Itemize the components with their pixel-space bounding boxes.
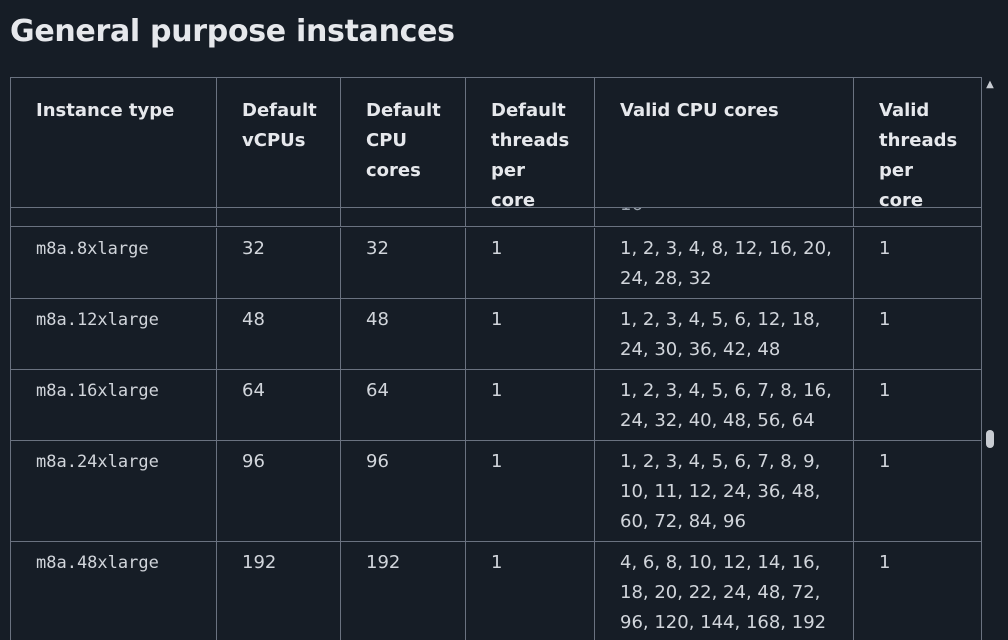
scrollbar-track[interactable] — [984, 77, 996, 640]
page-title: General purpose instances — [10, 14, 455, 49]
default-vcpus-cell: 96 — [217, 441, 341, 541]
default-threads-cell: 1 — [466, 542, 595, 640]
valid-cpu-cores-cell: 1, 2, 3, 4, 5, 6, 7, 8, 16, 24, 32, 40, … — [595, 370, 854, 440]
header-default-cpu-cores: Default CPU cores — [341, 78, 466, 207]
default-vcpus-cell: 192 — [217, 542, 341, 640]
valid-cpu-cores-cell: 1, 2, 3, 4, 5, 6, 12, 18, 24, 30, 36, 42… — [595, 299, 854, 369]
default-cpu-cores-cell: 192 — [341, 542, 466, 640]
valid-threads-cell: 1 — [879, 451, 891, 472]
table-row: m8a.16xlarge 64 64 1 1, 2, 3, 4, 5, 6, 7… — [11, 370, 981, 441]
table-header-row: Instance type Default vCPUs Default CPU … — [11, 78, 981, 211]
default-vcpus-cell: 64 — [217, 370, 341, 440]
default-cpu-cores-cell: 32 — [341, 228, 466, 298]
header-default-vcpus: Default vCPUs — [217, 78, 341, 207]
default-cpu-cores-cell: 48 — [341, 299, 466, 369]
valid-threads-cell: 1 — [879, 238, 891, 259]
valid-cpu-cores-cell: 1, 2, 3, 4, 8, 12, 16, 20, 24, 28, 32 — [595, 228, 854, 298]
header-instance-type: Instance type — [11, 78, 217, 207]
partial-valid-cpu-cores: 16 — [620, 208, 833, 220]
valid-threads-cell: 1 — [879, 380, 891, 401]
instance-type-cell: m8a.24xlarge — [11, 441, 217, 541]
default-vcpus-cell: 48 — [217, 299, 341, 369]
valid-cpu-cores-cell: 1, 2, 3, 4, 5, 6, 7, 8, 9, 10, 11, 12, 2… — [595, 441, 854, 541]
default-threads-cell: 1 — [466, 228, 595, 298]
valid-threads-cell: 1 — [879, 552, 891, 573]
header-default-threads-per-core: Default threads per core — [466, 78, 595, 211]
default-threads-cell: 1 — [466, 441, 595, 541]
instance-type-cell: m8a.16xlarge — [11, 370, 217, 440]
table-row: m8a.8xlarge 32 32 1 1, 2, 3, 4, 8, 12, 1… — [11, 228, 981, 299]
table-row: m8a.48xlarge 192 192 1 4, 6, 8, 10, 12, … — [11, 542, 981, 640]
triangle-up-icon[interactable]: ▲ — [986, 79, 994, 90]
header-valid-threads-per-core: Valid threads per core — [879, 100, 958, 211]
default-cpu-cores-cell: 96 — [341, 441, 466, 541]
default-cpu-cores-cell: 64 — [341, 370, 466, 440]
valid-threads-cell: 1 — [879, 309, 891, 330]
scrollbar-thumb[interactable] — [986, 430, 994, 448]
default-vcpus-cell: 32 — [217, 228, 341, 298]
header-valid-cpu-cores: Valid CPU cores — [595, 78, 854, 207]
instance-type-cell: m8a.48xlarge — [11, 542, 217, 640]
table-row: m8a.12xlarge 48 48 1 1, 2, 3, 4, 5, 6, 1… — [11, 299, 981, 370]
default-threads-cell: 1 — [466, 299, 595, 369]
default-threads-cell: 1 — [466, 370, 595, 440]
valid-cpu-cores-cell: 4, 6, 8, 10, 12, 14, 16, 18, 20, 22, 24,… — [595, 542, 854, 640]
instance-type-cell: m8a.8xlarge — [11, 228, 217, 298]
instance-type-cell: m8a.12xlarge — [11, 299, 217, 369]
table-row: m8a.24xlarge 96 96 1 1, 2, 3, 4, 5, 6, 7… — [11, 441, 981, 542]
instances-table[interactable]: Instance type Default vCPUs Default CPU … — [10, 77, 982, 640]
table-row-partial: 16 — [11, 208, 981, 227]
